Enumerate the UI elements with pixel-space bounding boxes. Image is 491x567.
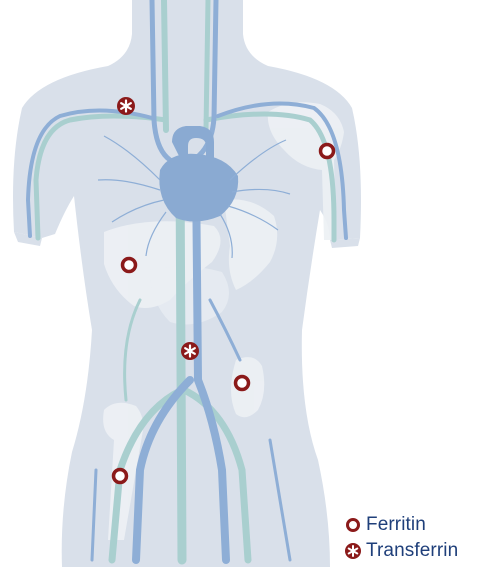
marker-transferrin-abdomen — [181, 342, 199, 360]
ferritin-ring-icon — [344, 516, 362, 534]
marker-ferritin-hip — [114, 470, 127, 483]
marker-ferritin-spleen — [236, 377, 249, 390]
marker-ferritin-liver — [123, 259, 136, 272]
legend-label-ferritin: Ferritin — [366, 514, 426, 536]
marker-ferritin-shoulder — [321, 145, 334, 158]
marker-transferrin-neck — [117, 97, 135, 115]
legend: Ferritin Transferrin — [344, 512, 458, 564]
legend-item-ferritin: Ferritin — [344, 512, 458, 538]
legend-item-transferrin: Transferrin — [344, 538, 458, 564]
transferrin-asterisk-icon — [344, 542, 362, 560]
legend-label-transferrin: Transferrin — [366, 540, 458, 562]
